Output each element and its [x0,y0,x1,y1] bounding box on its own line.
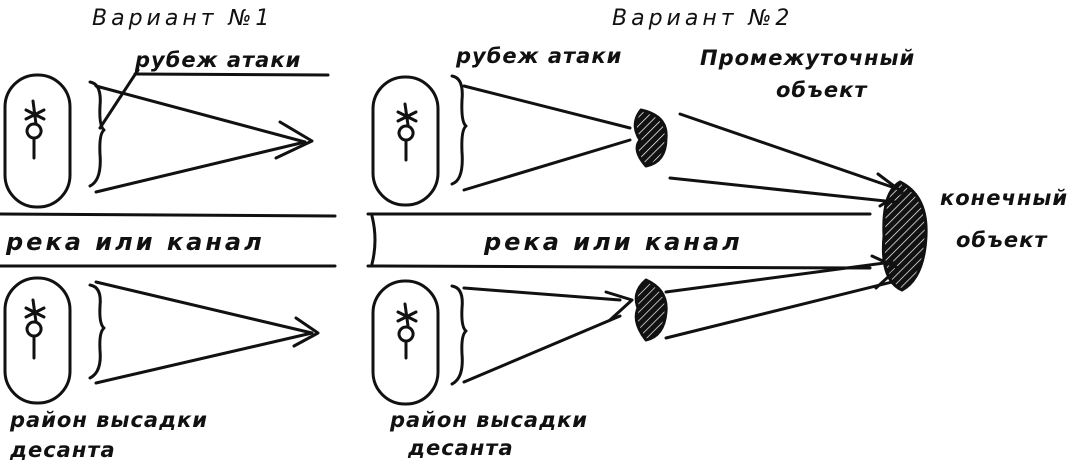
v1-arrow-bottom-lower [94,331,314,385]
v1-brace-top [88,80,106,188]
v1-arrow-bottom-upper [94,280,314,335]
v2-unit-top-symbol [396,102,418,162]
v1-attack-line-label: рубеж атаки [135,48,302,72]
v2-landing-area-label-1: район высадки [390,408,588,432]
v2-river-bank-bottom [366,264,872,270]
v2-unit-bottom [371,279,440,406]
v2-title: Вариант №2 [612,6,794,31]
v2-arrow-final-1 [678,112,897,190]
v2-arrow-top-upper [462,84,632,130]
v2-unit-top [371,75,440,207]
v2-arrow-bottom-upper [462,286,622,302]
v1-unit-bottom [3,276,72,405]
v2-final-object [881,180,928,292]
v1-unit-bottom-symbol [24,298,46,360]
v1-attack-line [133,72,330,77]
v2-intermediate-object-label-1: Промежуточный [700,46,916,70]
v2-river-end [370,214,377,266]
v1-attack-leader [98,68,140,130]
v2-final-object-label-2: объект [956,228,1048,252]
v1-title: Вариант №1 [92,6,274,31]
v2-river-label: река или канал [484,228,743,256]
v2-landing-area-label-2: десанта [408,436,514,460]
v1-landing-area-label-1: район высадки [10,408,208,432]
v1-arrow-upper [94,84,307,144]
v2-arrow-top-lower [462,138,632,192]
v1-arrowhead [274,120,314,160]
v1-arrowhead-bottom [292,316,320,348]
v1-landing-area-label-2: десанта [10,438,116,462]
v1-unit-top [3,73,72,209]
v2-arrow-final-4 [664,280,894,340]
v1-river-label: река или канал [6,228,265,256]
v2-arrowhead-final-top [876,172,904,208]
v2-arrowhead-bottom [604,290,634,322]
v2-intermediate-object-top [633,108,668,168]
v1-river-bank-top [0,212,337,218]
v1-brace-bottom [88,283,106,380]
v2-brace-bottom [450,284,468,386]
v2-final-object-label-1: конечный [940,186,1069,210]
v2-intermediate-object-bottom [634,278,668,342]
v1-unit-top-symbol [24,99,46,160]
v2-brace-top [450,74,468,186]
v2-arrow-final-2 [668,176,897,204]
v1-arrow-lower [94,140,307,194]
v2-intermediate-object-label-2: объект [776,78,868,102]
v2-unit-bottom-symbol [396,302,418,360]
v2-attack-line-label: рубеж атаки [456,44,623,68]
v2-arrowhead-final-bottom [870,254,900,290]
v2-arrow-bottom-lower [462,314,622,384]
v2-arrow-final-3 [664,260,894,294]
